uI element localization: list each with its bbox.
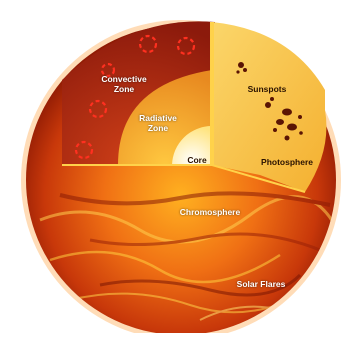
label-sunspots: Sunspots [248, 84, 287, 94]
label-radiative-zone: Radiative Zone [139, 113, 177, 133]
label-solar-flares: Solar Flares [237, 279, 286, 289]
label-chromosphere: Chromosphere [180, 207, 240, 217]
label-convective-zone: Convective Zone [101, 74, 146, 94]
label-photosphere: Photosphere [261, 157, 313, 167]
label-core: Core [187, 155, 206, 165]
